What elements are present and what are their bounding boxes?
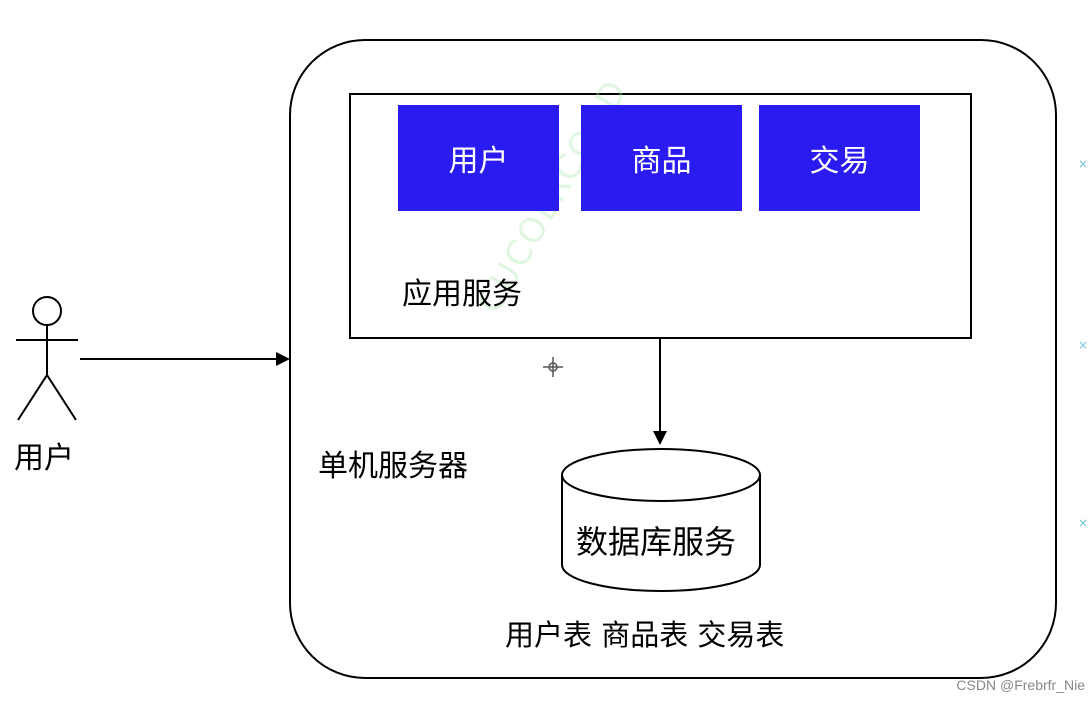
tables-label: 用户表 商品表 交易表 [505, 618, 785, 652]
move-cursor-icon [543, 357, 563, 377]
source-credit: CSDN @Frebrfr_Nie [956, 677, 1085, 693]
database-cylinder [561, 448, 761, 592]
edge-marker: × [1078, 338, 1089, 352]
module-trade: 交易 [759, 105, 920, 211]
module-user: 用户 [398, 105, 559, 211]
module-product: 商品 [581, 105, 742, 211]
edge-marker: × [1078, 157, 1089, 171]
app-service-label: 应用服务 [402, 277, 522, 312]
actor-icon [16, 296, 78, 421]
server-label: 单机服务器 [318, 449, 468, 484]
edge-marker: × [1078, 516, 1089, 530]
server-frame [289, 39, 1057, 679]
actor-label: 用户 [14, 441, 74, 476]
database-label: 数据库服务 [576, 523, 737, 561]
